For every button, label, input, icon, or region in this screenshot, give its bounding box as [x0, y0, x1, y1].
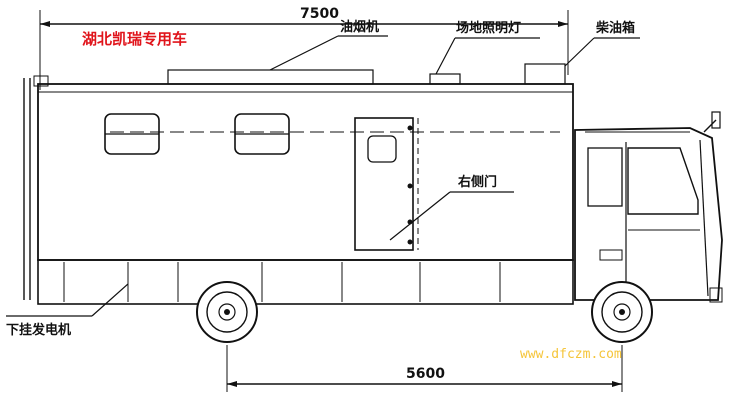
fuel-leader [564, 37, 595, 67]
generator-label: 下挂发电机 [6, 322, 71, 338]
cab-rear-window [587, 147, 623, 207]
cab-front-line [699, 139, 709, 297]
arrow-left-icon [40, 21, 50, 27]
overall-length-dimension: 7500 [39, 6, 569, 90]
door-hinge-4 [407, 239, 413, 245]
cab-outline [574, 127, 723, 301]
truck-cab [574, 111, 723, 303]
ac-unit-label: 油烟机 [340, 19, 379, 35]
door-hinge-2 [407, 183, 413, 189]
front-wheel [591, 281, 653, 343]
light-leader [435, 37, 456, 75]
ladder-top [33, 75, 49, 87]
generator-leader [91, 283, 129, 317]
skirt-outline [37, 259, 574, 305]
arrow-right-icon [558, 21, 568, 27]
arrow-left-icon [227, 381, 237, 387]
door-hinge-1 [407, 125, 413, 131]
mirror [711, 111, 721, 129]
fuel-tank-label: 柴油箱 [595, 20, 635, 36]
flood-light-label: 场地照明灯 [456, 20, 521, 36]
callouts: 油烟机 场地照明灯 柴油箱 右侧门 下挂发电机 [6, 19, 640, 338]
arrow-right-icon [612, 381, 622, 387]
overall-length-label: 7500 [300, 6, 339, 22]
cab-door-window [627, 147, 699, 215]
side-door [354, 117, 414, 251]
brand-title: 湖北凯瑞专用车 [82, 30, 187, 48]
ac-leader [269, 35, 339, 71]
front-rim [601, 291, 643, 333]
mirror-arm [703, 119, 717, 133]
flood-light-shape [429, 73, 461, 85]
rear-axle [224, 309, 230, 315]
door-leader [389, 191, 451, 241]
front-hub [613, 303, 631, 321]
watermark-url: www.dfczm.com [520, 347, 622, 362]
side-door-window [367, 135, 397, 163]
fuel-tank-shape [524, 63, 566, 85]
ac-unit-shape [167, 69, 374, 85]
wheelbase-dimension: 5600 [226, 345, 623, 392]
wheelbase-label: 5600 [406, 366, 445, 382]
lower-skirt [37, 259, 574, 305]
step-plate [599, 249, 623, 261]
rear-rim [206, 291, 248, 333]
box-outline [37, 83, 574, 261]
rear-wheel [196, 281, 258, 343]
rear-hub [218, 303, 236, 321]
roof-equipment [33, 63, 566, 87]
front-bumper [709, 287, 723, 303]
right-door-label: 右侧门 [457, 174, 497, 190]
front-axle [619, 309, 625, 315]
